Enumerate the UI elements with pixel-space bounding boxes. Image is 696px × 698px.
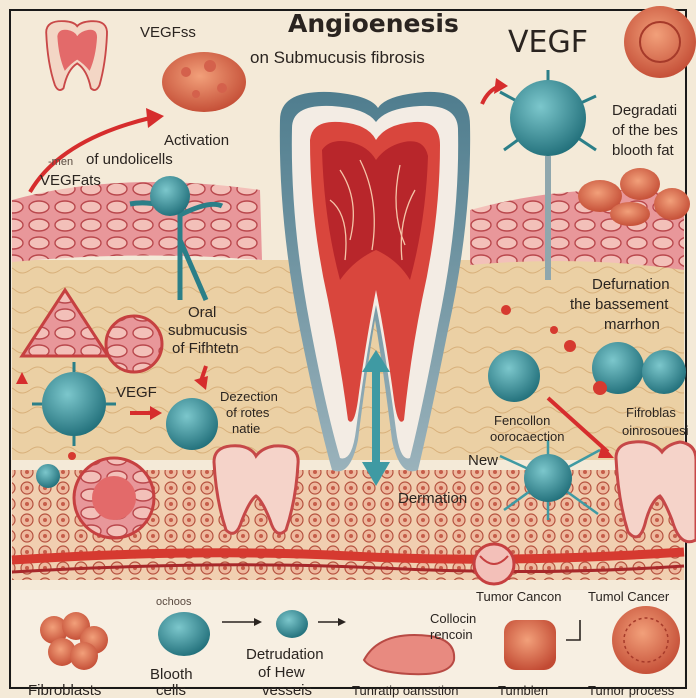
label-fibroblas-1: Fifroblas [626,406,676,421]
label-dezection-1: Dezection [220,390,278,405]
label-oral-3: of Fifhtetn [172,340,239,357]
tumor-icon [504,620,556,670]
label-fibroblas-2: oinrosouesi [622,424,689,439]
label-dermation: Dermation [398,490,467,507]
label-oral-2: submucusis [168,322,247,339]
label-tumbelen: Tumblen [498,684,548,698]
label-detrudation-3: vesseis [262,682,312,698]
tooth-icon [46,21,107,90]
label-tumor-process: Tumor process [588,684,674,698]
label-new: New [468,452,498,469]
label-vegfats-prefix: -men [48,156,73,169]
tumor-icon [612,606,680,674]
label-degradation-3: blooth fat [612,142,674,159]
label-vegfss: VEGFss [140,24,196,41]
blood-cell-icon [158,612,210,656]
page-subtitle: on Submucusis fibrosis [250,48,425,68]
label-deformation-1: Defurnation [592,276,670,293]
page-title: Angioenesis [288,10,459,39]
label-degradation-2: of the bes [612,122,678,139]
label-blooth-2: cells [156,682,186,698]
label-fibroblasts: Fibroblasts [28,682,101,698]
tumor-icon [624,6,696,78]
label-degradation-1: Degradati [612,102,677,119]
label-deformation-2: the bassement [570,296,668,313]
label-deformation-3: marrhon [604,316,660,333]
label-detrudation-1: Detrudation [246,646,324,663]
label-collocin-1: Collocin [430,612,476,627]
label-tumor-cancon: Tumor Cancon [476,590,562,605]
label-blooth-1: Blooth [150,666,193,683]
label-collocin-2: rencoin [430,628,473,643]
label-dezection-2: of rotes [226,406,269,421]
label-fencollon-2: oorocaection [490,430,564,445]
label-vegf-small: VEGF [116,384,157,401]
vegf-cell-icon [166,398,218,450]
blood-cell-icon [276,610,308,638]
label-tumol-cancer: Tumol Cancer [588,590,669,605]
label-activation: Activation [164,132,229,149]
label-small-tag: ochoos [156,596,191,609]
label-detrudation-2: of Hew [258,664,305,681]
label-dezection-3: natie [232,422,260,437]
label-tunratip: Tunratip oansstion [352,684,458,698]
vegf-heading: VEGF [508,26,588,61]
label-fencollon-1: Fencollon [494,414,550,429]
label-vegfats: VEGFats [40,172,101,189]
label-of-undolicells: of undolicells [86,151,173,168]
label-oral-1: Oral [188,304,216,321]
